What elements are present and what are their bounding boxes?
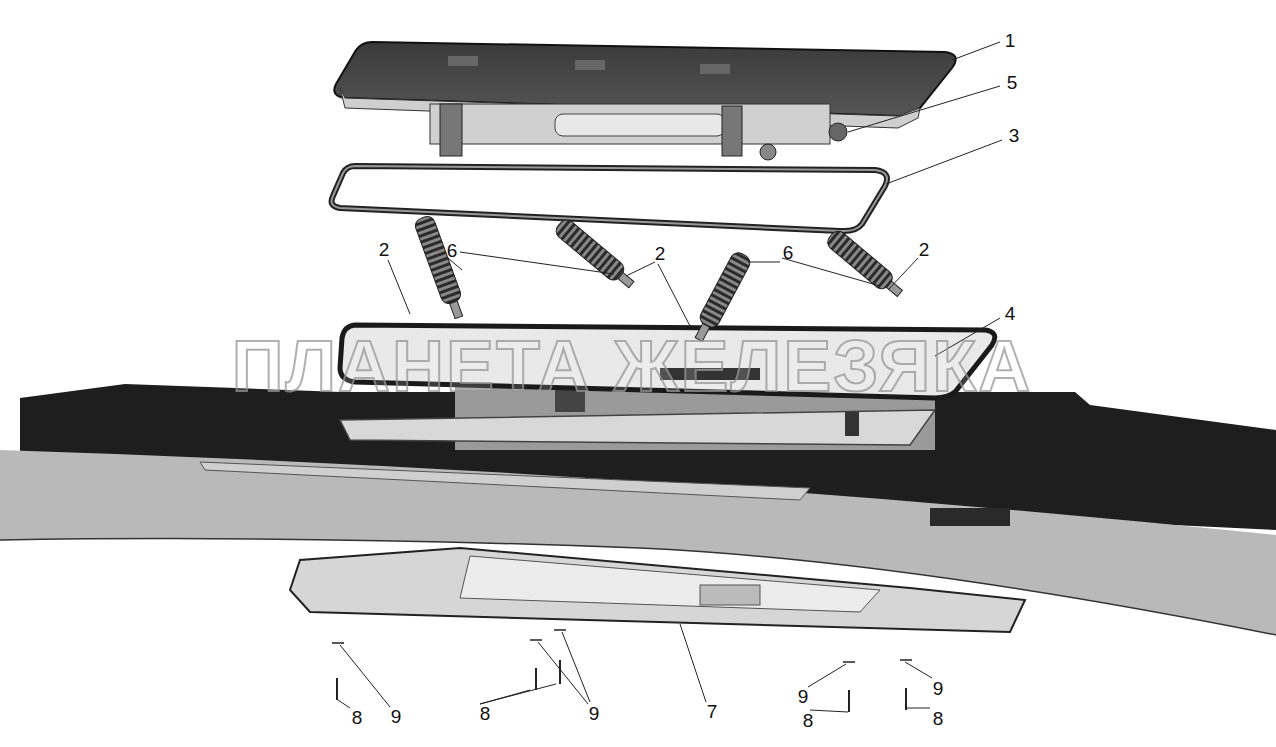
callout-number: 9 [798,687,809,706]
callout-number: 2 [919,240,930,259]
callout-number: 4 [1005,304,1016,323]
callout-number: 2 [379,240,390,259]
washer [332,630,912,662]
roof-surface [0,450,1276,635]
callout-number: 9 [933,679,944,698]
callout-number: 2 [655,244,666,263]
callout-number: 8 [933,709,944,728]
callout-number: 8 [803,711,814,730]
gas-spring [413,214,906,344]
interior-trim [290,548,1025,632]
seal-ring [332,166,888,231]
callout-number: 6 [783,243,794,262]
screw [337,660,906,712]
callout-number: 8 [352,708,363,727]
callout-number: 7 [707,702,718,721]
callout-number: 1 [1005,31,1016,50]
callout-number: 8 [480,704,491,723]
callout-number: 9 [589,704,600,723]
watermark: ПЛАНЕТА ЖЕЛЕЗЯКА [232,330,1032,402]
callout-number: 5 [1007,73,1018,92]
callout-number: 3 [1009,126,1020,145]
callout-number: 6 [447,241,458,260]
callout-number: 9 [391,707,402,726]
